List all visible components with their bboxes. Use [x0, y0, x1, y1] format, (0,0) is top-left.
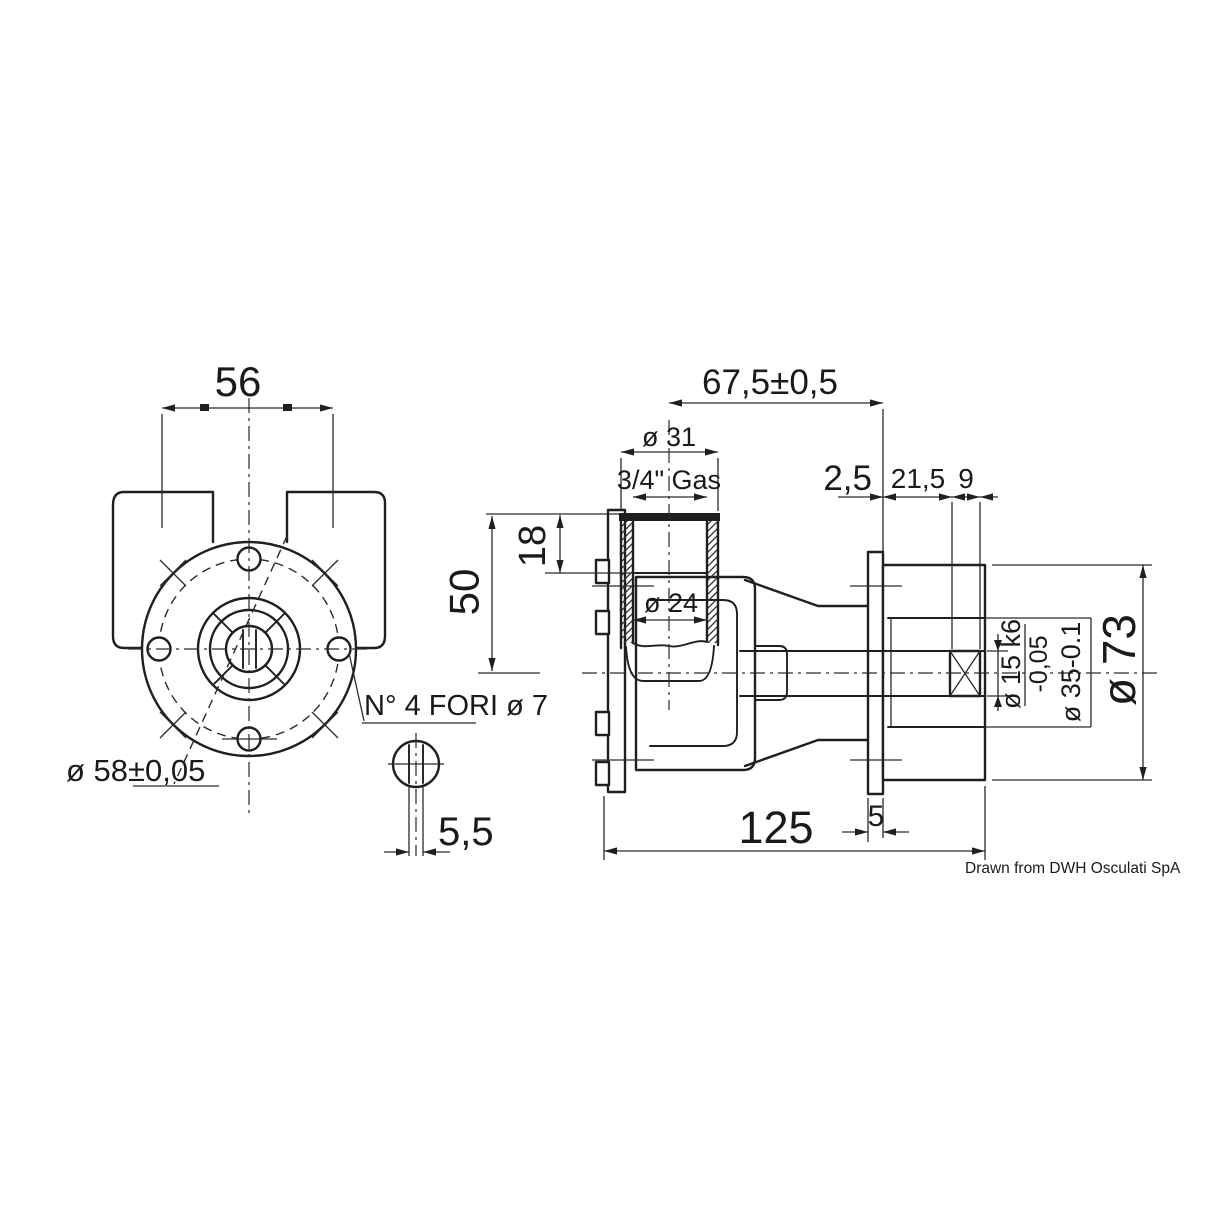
flange-rim-tick-marks [159, 559, 339, 739]
taper-cone [743, 578, 870, 768]
recess-dim-text: 2,5 [823, 459, 872, 498]
port-center-dim-text: 50 [441, 569, 488, 616]
overall-length-dim-text: 125 [738, 802, 813, 853]
front-view-centerlines [128, 398, 372, 818]
key-length-dim-text: 9 [958, 463, 974, 494]
chain-dimensions: 2,5 21,5 9 [823, 459, 998, 649]
section-view: 67,5±0,5 ø 31 3/4" Gas 18 50 ø 24 [441, 363, 1158, 860]
thread-dimension: 3/4" Gas [617, 465, 721, 501]
credit-text: Drawn from DWH Osculati SpA [965, 860, 1181, 877]
body-diameter-dimension: ø 73 [992, 564, 1152, 781]
thread-label-text: 3/4" Gas [617, 465, 721, 495]
bolt-circle-callout: ø 58±0,05 [66, 535, 288, 788]
mounting-bolts [594, 558, 611, 787]
port-bore-dim-text: ø 24 [644, 588, 698, 618]
bolt-circle-dim-text: ø 58±0,05 [66, 753, 205, 788]
flange-thickness-dim-text: 5 [868, 800, 885, 833]
shaft-key-detail: 5,5 [384, 733, 494, 856]
seat-dimension: ø 35-0.1 [985, 617, 1092, 728]
thread-depth-dim-text: 18 [512, 525, 554, 567]
key-width-dim-text: 5,5 [438, 810, 494, 854]
pump-body-outline [111, 490, 387, 650]
shaft-dimension: ø 15 k6 -0,05 [987, 619, 1053, 711]
flange-hole-centermarks [592, 585, 902, 761]
bearing-seat-dim-text: 21,5 [891, 463, 946, 494]
thread-depth-dimension: 18 [486, 513, 631, 574]
overall-length-dimension: 125 [603, 786, 986, 860]
holes-callout: N° 4 FORI ø 7 [348, 652, 548, 724]
overall-offset-dim-text: 67,5±0,5 [702, 363, 838, 402]
front-width-dim-text: 56 [215, 358, 262, 405]
body-dia-dim-text: ø 73 [1093, 614, 1145, 706]
port-bore-dimension: ø 24 [633, 588, 707, 624]
shaft-dim-text: ø 15 k6 [996, 619, 1026, 709]
section-centerlines [582, 420, 1158, 710]
overall-offset-dimension: 67,5±0,5 [669, 363, 884, 551]
port-outer-dim-text: ø 31 [642, 422, 696, 452]
port-outer-dimension: ø 31 [620, 422, 719, 511]
flange-thickness-dimension: 5 [842, 798, 909, 842]
front-width-dimension: 56 [161, 358, 334, 528]
seat-dim-text: ø 35-0.1 [1056, 622, 1086, 723]
front-view: 56 ø 58±0,05 N° 4 FORI ø 7 5,5 [66, 358, 548, 856]
port-center-dimension: 50 [441, 516, 540, 674]
holes-label-text: N° 4 FORI ø 7 [364, 690, 548, 722]
shaft-tolerance-text: -0,05 [1025, 636, 1053, 693]
